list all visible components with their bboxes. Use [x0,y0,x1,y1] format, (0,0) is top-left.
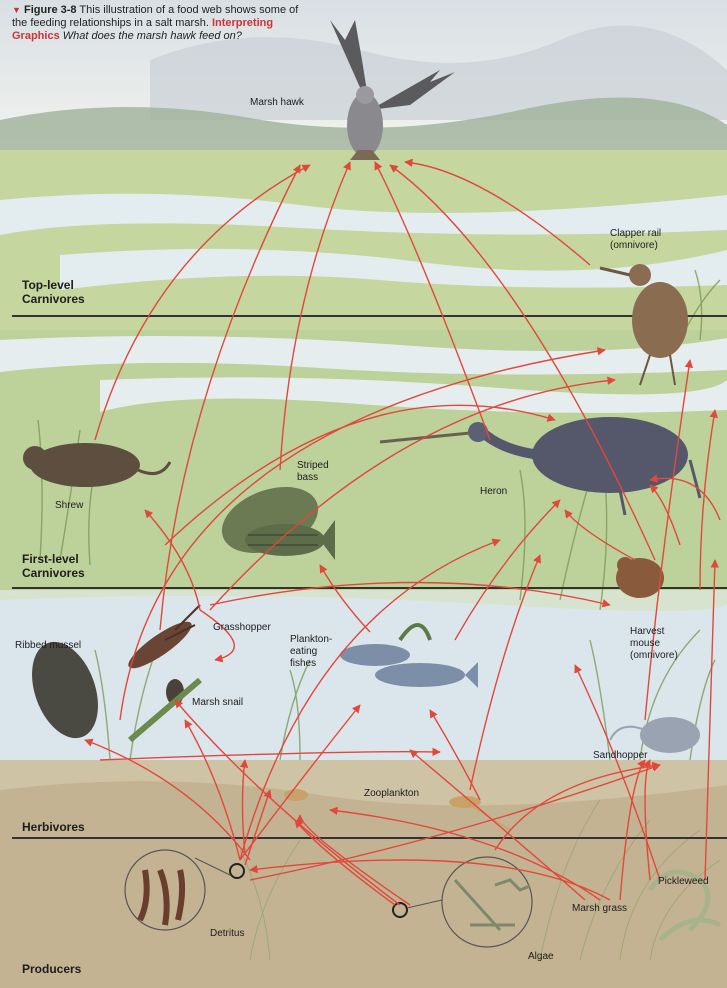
caption-triangle-icon: ▼ [12,5,21,15]
label-marsh-snail: Marsh snail [192,697,243,709]
label-marsh-hawk: Marsh hawk [250,97,304,109]
label-zooplankton: Zooplankton [364,788,419,800]
label-plankton-eating-fishes: Plankton- eating fishes [290,634,332,670]
label-heron: Heron [480,486,507,498]
label-detritus: Detritus [210,928,244,940]
label-clapper-rail: Clapper rail (omnivore) [610,228,661,252]
label-harvest-mouse: Harvest mouse (omnivore) [630,626,678,662]
label-algae: Algae [528,951,554,963]
level-top-carnivores: Top-level Carnivores [22,278,85,306]
label-marsh-grass: Marsh grass [572,903,627,915]
level-herbivores: Herbivores [22,820,85,834]
label-striped-bass: Striped bass [297,460,329,484]
label-pickleweed: Pickleweed [658,876,709,888]
figure-number: Figure 3-8 [24,4,77,16]
level-first-carnivores: First-level Carnivores [22,552,85,580]
label-ribbed-mussel: Ribbed mussel [15,640,81,652]
label-grasshopper: Grasshopper [213,622,271,634]
label-shrew: Shrew [55,500,83,512]
figure-caption: ▼ Figure 3-8 This illustration of a food… [12,4,312,43]
level-producers: Producers [22,962,81,976]
caption-question: What does the marsh hawk feed on? [63,30,242,42]
label-sandhopper: Sandhopper [593,750,648,762]
